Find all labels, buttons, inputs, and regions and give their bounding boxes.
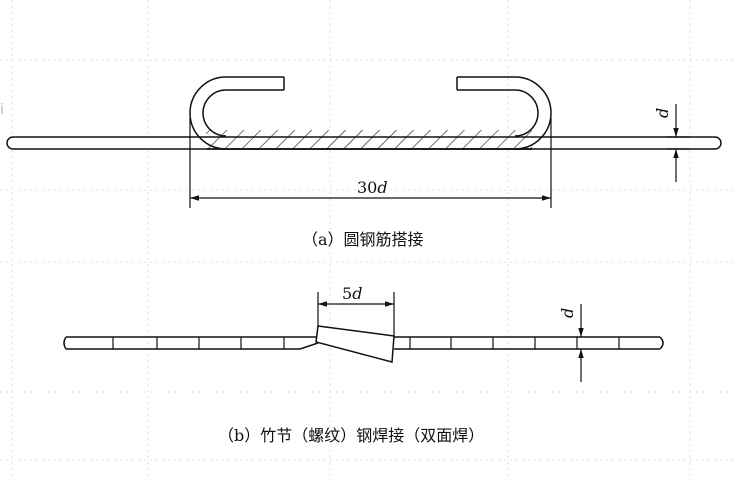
caption-a: （a）圆钢筋搭接 — [302, 230, 424, 249]
diameter-label-a: d — [653, 108, 672, 118]
right-hook — [457, 76, 552, 150]
caption-b: （b）竹节（螺纹）钢焊接（双面焊） — [218, 426, 485, 445]
figure-b-ribbed-bar-weld — [63, 325, 664, 363]
side-mark: ⅰ — [0, 102, 4, 118]
figure-a-round-bar-lap — [6, 76, 722, 150]
ribbed-bar-right — [394, 336, 664, 350]
dimension-30d — [189, 118, 552, 208]
weld-bead — [206, 130, 532, 149]
dimension-5d-label: 5d — [342, 284, 362, 303]
overlap-segment — [315, 325, 395, 363]
dimension-30d-label: 30d — [357, 178, 388, 197]
left-hook — [189, 76, 532, 150]
diameter-dimension-a — [666, 104, 690, 182]
ribbed-bar-left — [63, 336, 319, 350]
dimension-5d — [317, 292, 395, 336]
diameter-label-b: d — [558, 308, 577, 318]
